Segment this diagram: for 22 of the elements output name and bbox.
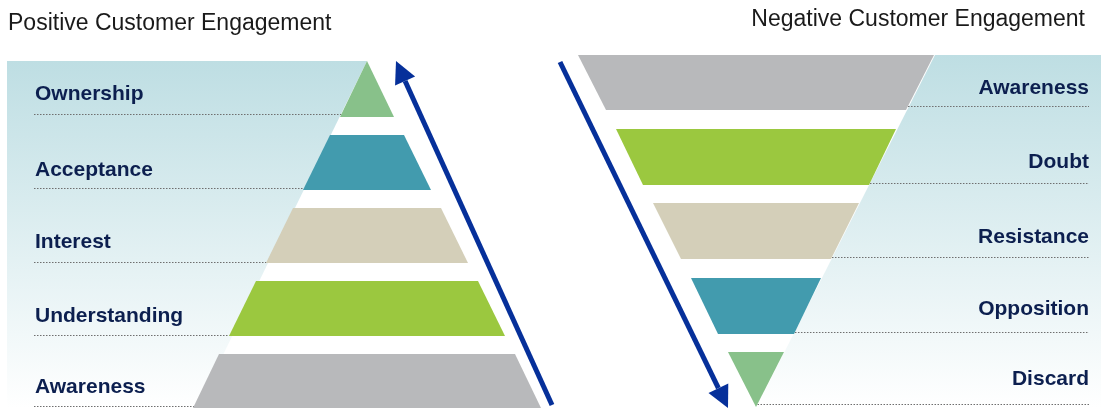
stage-label: Doubt bbox=[1028, 149, 1089, 173]
stage-label: Awareness bbox=[35, 374, 146, 398]
trapezoid-layer bbox=[229, 281, 505, 336]
triangle-layer bbox=[728, 352, 784, 407]
heading: Positive Customer Engagement bbox=[8, 8, 332, 36]
trapezoid-layer bbox=[193, 354, 541, 408]
trapezoid-layer bbox=[266, 208, 468, 263]
heading: Negative Customer Engagement bbox=[751, 4, 1085, 32]
stage-label: Resistance bbox=[978, 224, 1089, 248]
triangle-layer bbox=[340, 61, 394, 117]
stage-label: Interest bbox=[35, 229, 111, 253]
stage-label: Acceptance bbox=[35, 157, 153, 181]
stage-label: Discard bbox=[1011, 366, 1089, 390]
trapezoid-layer bbox=[691, 278, 821, 334]
stage-label: Understanding bbox=[35, 303, 184, 327]
stage-label: Awareness bbox=[978, 75, 1089, 99]
trapezoid-layer bbox=[578, 55, 934, 110]
stage-label: Opposition bbox=[978, 296, 1089, 320]
stage-label: Ownership bbox=[35, 81, 144, 105]
trapezoid-layer bbox=[653, 203, 859, 259]
trapezoid-layer bbox=[616, 129, 896, 185]
trapezoid-layer bbox=[303, 135, 431, 190]
